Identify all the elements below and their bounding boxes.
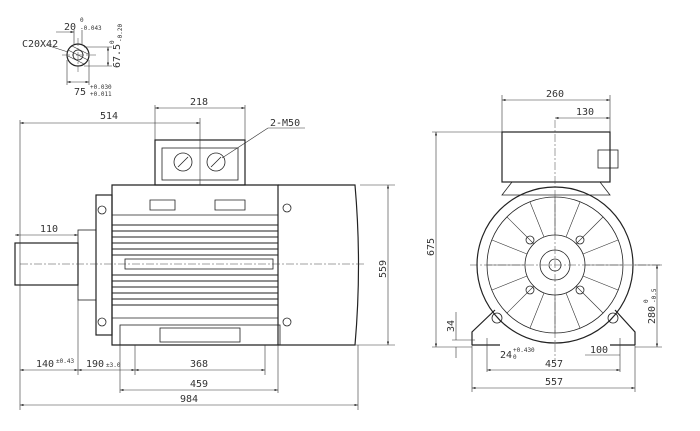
- dim-218: 218: [190, 97, 208, 108]
- dim-190: 190: [86, 359, 104, 370]
- svg-text:+0.030: +0.030: [90, 84, 112, 91]
- svg-text:-0.20: -0.20: [117, 24, 124, 42]
- dim-984: 984: [180, 394, 198, 405]
- cable-gland: [173, 152, 193, 172]
- svg-text:-0.043: -0.043: [80, 25, 102, 32]
- dim-368: 368: [190, 359, 208, 370]
- svg-text:0: 0: [513, 354, 517, 361]
- dim-459: 459: [190, 379, 208, 390]
- svg-text:0: 0: [109, 40, 116, 44]
- motor-frame: [111, 184, 279, 346]
- cable-gland: [597, 149, 619, 169]
- front-view: 260 130 675 34 280 0 -0.5 24 +0.430 0 10…: [426, 89, 662, 392]
- dim-100: 100: [590, 345, 608, 356]
- svg-text:0: 0: [80, 17, 84, 24]
- dim-34: 34: [446, 320, 457, 332]
- shaft-section-detail: 20 0 -0.043 C20X42 67.5 0 -0.20 75 +0.03…: [22, 17, 124, 98]
- svg-text:67.5: 67.5: [112, 44, 123, 68]
- dim-280: 280: [647, 306, 658, 324]
- dim-130: 130: [576, 107, 594, 118]
- fan-cover: [278, 184, 360, 346]
- dim-110: 110: [40, 224, 58, 235]
- svg-text:+0.430: +0.430: [513, 347, 535, 354]
- dim-557: 557: [545, 377, 563, 388]
- cable-gland-label: 2-M50: [270, 118, 300, 129]
- dim-457: 457: [545, 359, 563, 370]
- svg-text:75: 75: [74, 87, 86, 98]
- chamfer-label: C20X42: [22, 39, 58, 50]
- dim-260: 260: [546, 89, 564, 100]
- dim-559: 559: [378, 260, 389, 278]
- key-width-label: 20: [64, 22, 76, 33]
- svg-text:±3.0: ±3.0: [106, 362, 121, 369]
- dim-675: 675: [426, 238, 437, 256]
- svg-text:-0.5: -0.5: [651, 288, 658, 303]
- dim-24: 24: [500, 350, 512, 361]
- feet: [471, 309, 636, 346]
- dim-514: 514: [100, 111, 118, 122]
- side-view: 514 218 2-M50 110 559 140 ±0.43 190 ±3.0…: [14, 97, 395, 410]
- dim-140: 140: [36, 359, 54, 370]
- cable-gland: [206, 152, 226, 172]
- cooling-fins: [112, 214, 278, 319]
- svg-text:0: 0: [643, 299, 650, 303]
- flange-end: [95, 194, 113, 336]
- terminal-box: [501, 131, 611, 183]
- svg-text:+0.011: +0.011: [90, 91, 112, 98]
- svg-text:±0.43: ±0.43: [56, 358, 74, 365]
